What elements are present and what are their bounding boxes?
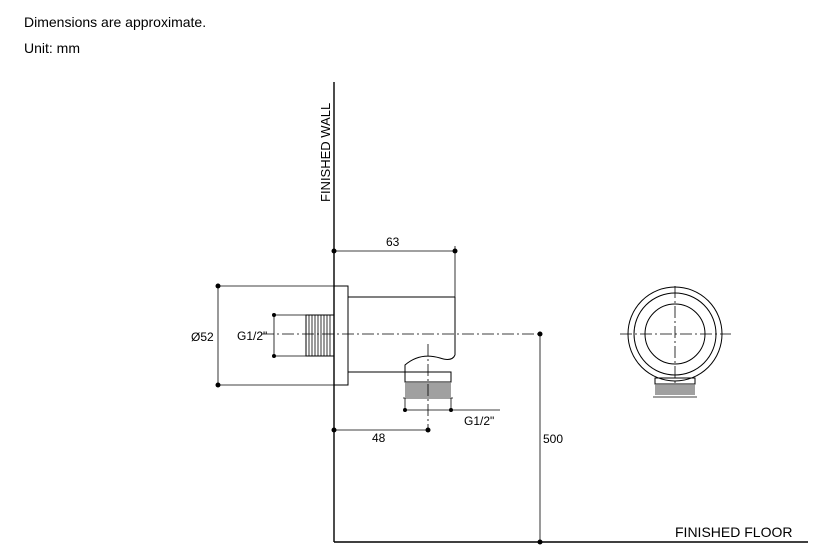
floor-point [537, 539, 543, 545]
elbow-body [348, 296, 456, 373]
inlet-thread [305, 314, 335, 357]
outlet-offset-label: 48 [372, 431, 386, 445]
flange-diameter-label: Ø52 [191, 330, 214, 344]
front-view [620, 286, 731, 398]
depth-dimension [331, 246, 458, 297]
finished-floor-label: FINISHED FLOOR [675, 524, 792, 540]
outlet-thread-dimension [403, 398, 500, 412]
inlet-thread-dimension [272, 313, 306, 358]
unit-note: Unit: mm [24, 40, 80, 56]
inlet-thread-label: G1/2" [237, 329, 267, 343]
depth-dimension-label: 63 [386, 235, 400, 249]
wall-flange [333, 285, 349, 386]
dimensions-note: Dimensions are approximate. [24, 14, 207, 30]
outlet-thread-label: G1/2" [464, 414, 494, 428]
finished-wall-label: FINISHED WALL [318, 103, 333, 202]
outlet-offset-dimension [331, 427, 431, 433]
flange-diameter-dimension [215, 283, 334, 388]
height-dimension-label: 500 [543, 432, 563, 446]
